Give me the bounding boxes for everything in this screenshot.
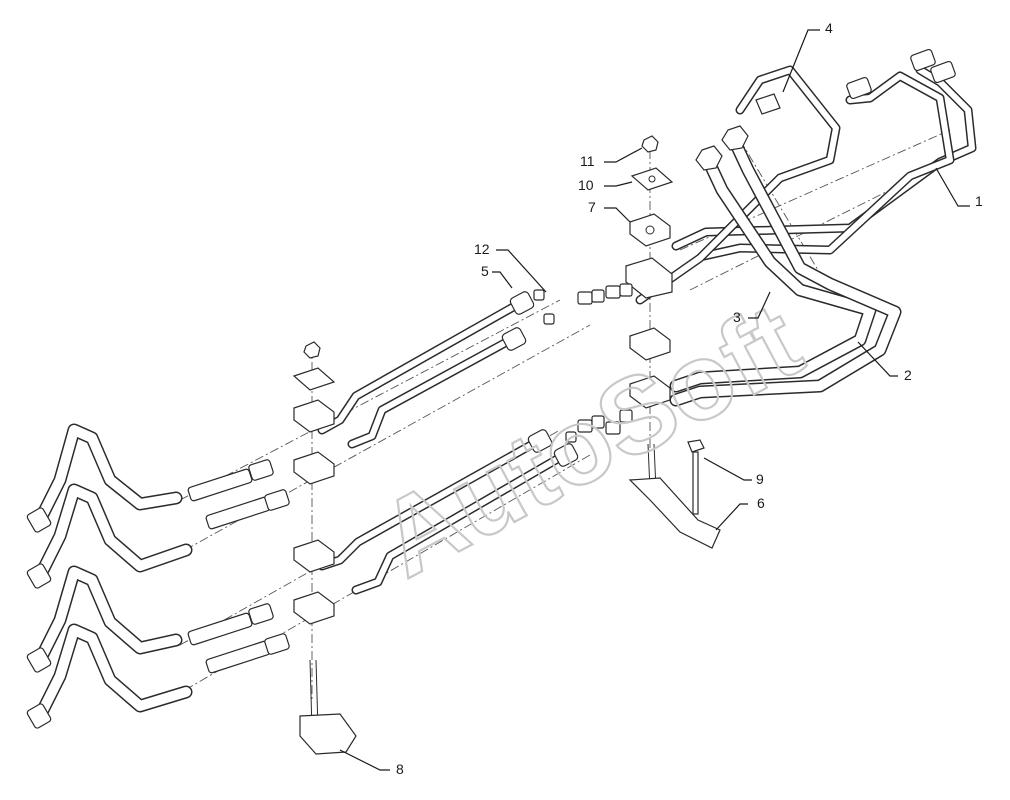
callout-4: 4 xyxy=(825,20,833,36)
pipe-nuts xyxy=(501,291,579,467)
flexible-hoses-left xyxy=(26,423,193,729)
clamp-block-l1 xyxy=(293,399,335,433)
clamp-stack-left xyxy=(292,341,336,625)
clamp-block-l2 xyxy=(293,451,335,485)
hex-nut-pair xyxy=(695,125,749,171)
nut-left xyxy=(303,341,321,359)
clamp-stack-rear xyxy=(625,135,674,409)
callout-6: 6 xyxy=(757,495,765,511)
callout-10: 10 xyxy=(578,177,594,193)
nut-11 xyxy=(641,135,659,153)
washer-plate-10 xyxy=(630,167,674,191)
pipe-adapters-left xyxy=(187,459,290,674)
clamp-block-l3 xyxy=(293,539,335,573)
clamp-block-lower-a xyxy=(629,327,671,361)
washer-plate-left xyxy=(292,367,336,391)
bracket-6 xyxy=(628,443,721,549)
union-fitting-top-right-a xyxy=(846,48,956,100)
bolt-9 xyxy=(687,439,705,515)
clamp-block-7 xyxy=(629,213,671,247)
clamp-block-l4 xyxy=(293,591,335,625)
adapter-group-lower xyxy=(565,409,633,443)
callout-1: 1 xyxy=(975,193,983,209)
callout-5: 5 xyxy=(481,263,489,279)
callout-12: 12 xyxy=(474,241,490,257)
callout-leaders xyxy=(339,29,970,771)
clamp-block-upper xyxy=(625,257,673,299)
hose-end-fittings xyxy=(26,507,52,729)
callout-2: 2 xyxy=(904,367,912,383)
pipe-5 xyxy=(317,291,579,595)
adapter-unions xyxy=(533,283,633,443)
autosoft-watermark: AutoSoft xyxy=(360,279,819,600)
bracket-8 xyxy=(299,659,357,755)
callout-9: 9 xyxy=(756,471,764,487)
callout-11: 11 xyxy=(580,153,595,169)
callout-8: 8 xyxy=(396,761,404,777)
pipe-4 xyxy=(635,65,841,305)
adapter-group-upper xyxy=(533,283,633,325)
clamp-block-lower-b xyxy=(629,375,671,409)
callout-3: 3 xyxy=(733,309,741,325)
pipe-3 xyxy=(669,125,902,407)
callout-7: 7 xyxy=(588,199,596,215)
pipe-1 xyxy=(671,48,977,261)
